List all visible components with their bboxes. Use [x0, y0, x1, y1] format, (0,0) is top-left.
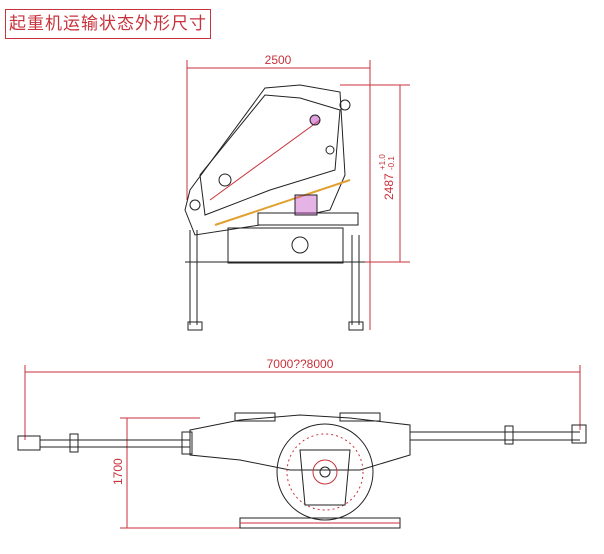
side-height-tol-lower: -0.1	[387, 156, 396, 170]
plan-width-dimension	[120, 417, 240, 529]
crane-side-view	[184, 84, 365, 331]
side-height-label-group: 2487 +1.0 -0.1	[378, 154, 396, 200]
side-width-label: 2500	[265, 53, 292, 67]
side-width-dimension	[186, 60, 371, 330]
drawing-title: 起重机运输状态外形尺寸	[5, 9, 211, 39]
plan-length-label: 7000??8000	[267, 357, 334, 371]
plan-length-dimension	[24, 365, 581, 440]
plan-width-label: 1700	[111, 458, 125, 485]
side-height-label: 2487	[382, 173, 396, 200]
side-height-dimension	[340, 84, 410, 263]
crane-plan-view	[17, 412, 587, 529]
side-height-tol-upper: +1.0	[378, 154, 387, 170]
